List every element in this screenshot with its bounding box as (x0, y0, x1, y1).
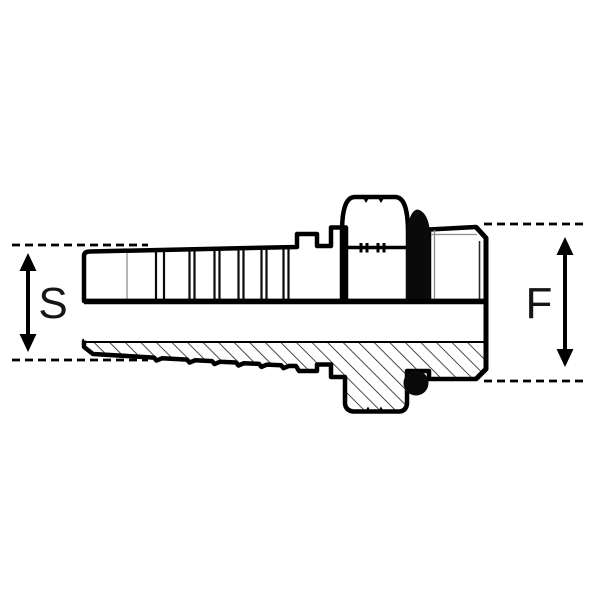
s-arrow-head-down-icon (19, 334, 37, 352)
dimension-extension-lines (12, 222, 587, 383)
hex-chamfer-marks (359, 196, 386, 253)
male-thread (426, 224, 489, 304)
thread-detail-lines (431, 230, 481, 299)
hex-bottom-marks (365, 406, 384, 412)
f-dimension-arrow (556, 237, 574, 367)
hex-nut (339, 194, 411, 304)
f-dimension-label: F (526, 279, 553, 328)
s-arrow-head-up-icon (19, 253, 37, 271)
barb-groove-lines (126, 248, 290, 299)
seal-cone (406, 209, 430, 301)
f-arrow-head-up-icon (556, 237, 574, 255)
bore-white-band (84, 303, 483, 341)
s-dimension-arrow (19, 253, 37, 352)
f-arrow-head-down-icon (556, 349, 574, 367)
o-ring-section (403, 370, 429, 396)
hose-barb-shank (81, 225, 349, 304)
section-bottom-outline (81, 338, 489, 414)
s-dimension-label: S (38, 279, 67, 328)
